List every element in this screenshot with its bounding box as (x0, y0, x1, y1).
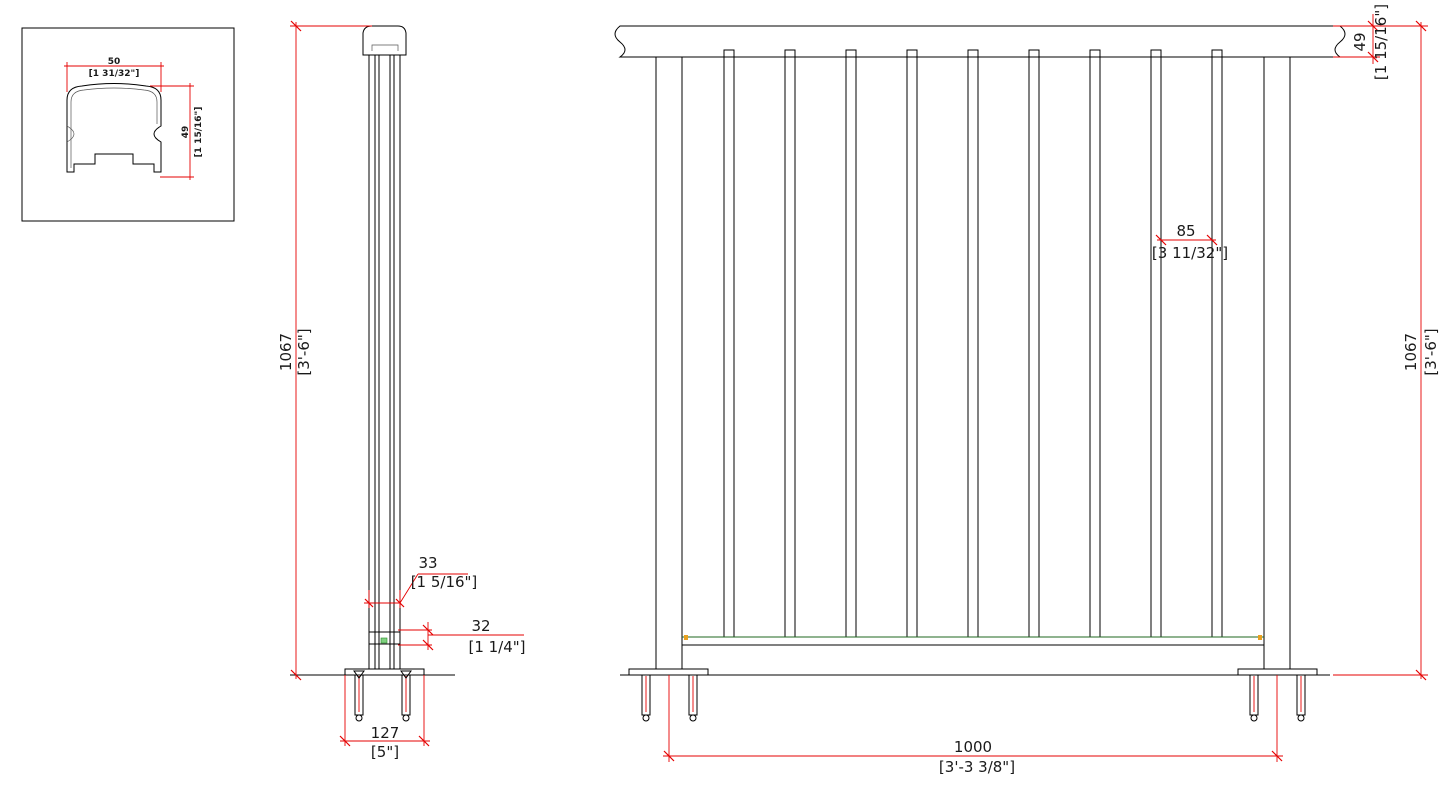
side-baluster-mm: 33 (418, 554, 437, 572)
side-baluster-in: [1 5/16"] (411, 573, 478, 591)
front-rail-height-in: [1 15/16"] (1372, 4, 1390, 80)
front-rail-height-mm: 49 (1351, 32, 1369, 51)
side-bottom-rail-in: [1 1/4"] (468, 638, 525, 656)
side-base-plate (344, 668, 425, 676)
front-base-plate-left (628, 668, 709, 676)
side-base-plate-mm: 127 (371, 724, 400, 742)
front-post-right (1263, 56, 1291, 670)
front-height-mm: 1067 (1402, 333, 1420, 371)
profile-groove-left (66, 125, 75, 143)
side-top-rail (362, 25, 407, 56)
profile-height-in: [1 15/16"] (194, 107, 204, 158)
side-bottom-rail-mm: 32 (471, 617, 490, 635)
baluster-leader (399, 573, 419, 604)
profile-detail: 50 [1 31/32"] 49 [1 15/16"] (21, 27, 235, 222)
side-base-plate-in: [5"] (371, 743, 399, 761)
side-height-in: [3'-6"] (295, 328, 313, 375)
profile-width-in: [1 31/32"] (89, 69, 140, 79)
front-base-plate-right (1237, 668, 1318, 676)
front-post-left (655, 56, 683, 670)
front-anchors (641, 674, 1306, 722)
side-bottom-rail (368, 631, 401, 645)
rail-profile-inner (70, 87, 158, 168)
profile-frame (21, 27, 235, 222)
front-view: 49 [1 15/16"] 85 [3 11/32"] 1067 [3'-6"]… (614, 4, 1440, 776)
side-anchor-right (400, 670, 412, 722)
profile-height-mm: 49 (181, 126, 191, 139)
rail-profile-outline (66, 83, 162, 173)
front-height-in: [3'-6"] (1422, 328, 1440, 375)
front-spacing-in: [3 11/32"] (1152, 244, 1228, 262)
front-spacing-mm: 85 (1176, 222, 1195, 240)
side-view: 1067 [3'-6"] 33 [1 5/16"] 32 [1 1/4"] 12… (277, 20, 526, 761)
front-bottom-rail (681, 636, 1265, 646)
side-anchor-left (353, 670, 365, 722)
front-balusters (723, 49, 1223, 638)
side-height-mm: 1067 (277, 333, 295, 371)
front-width-mm: 1000 (954, 738, 992, 756)
front-width-in: [3'-3 3/8"] (939, 758, 1015, 776)
profile-width-mm: 50 (108, 57, 121, 67)
